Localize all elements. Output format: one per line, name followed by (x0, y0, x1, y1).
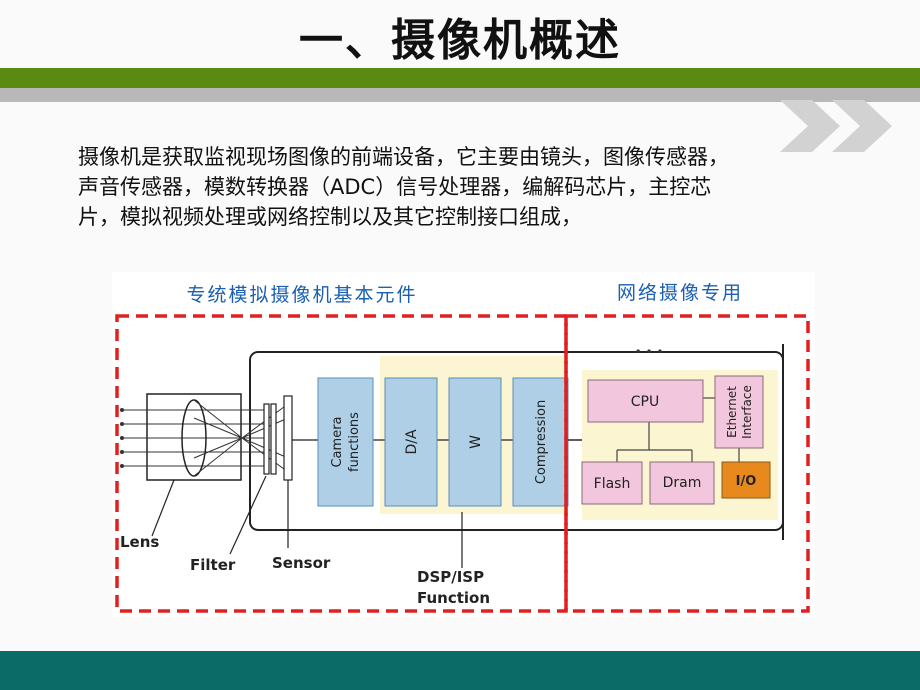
io-block (721, 461, 771, 499)
chevron-decoration-icon (780, 100, 892, 152)
analog-section-title: 专统模拟摄像机基本元件 (186, 284, 417, 306)
sensor-element (283, 395, 293, 481)
intro-line: 片，模拟视频处理或网络控制以及其它控制接口组成， (78, 205, 582, 229)
dram-label: Dram (663, 475, 702, 491)
camera-functions-label-1: Camera (330, 416, 345, 467)
network-section-frame (564, 314, 810, 613)
page-title: 一、摄像机概述 (299, 15, 621, 66)
w-label: W (468, 435, 484, 449)
cpu-bus-dots: • • • (635, 345, 664, 359)
camera-functions-label-2: functions (347, 412, 362, 472)
intro-line: 声音传感器，模数转换器（ADC）信号处理器，编解码芯片，主控芯 (78, 175, 712, 199)
flash-block (581, 461, 643, 505)
title-underline-bar (0, 68, 920, 88)
filter-label: Filter (190, 556, 236, 574)
cpu-label: CPU (631, 394, 659, 410)
dsp-label-1: DSP/ISP (417, 568, 484, 586)
filter-element (263, 403, 270, 475)
lens-label: Lens (120, 533, 159, 551)
intro-paragraph: 摄像机是获取监视现场图像的前端设备，它主要由镜头，图像传感器， 声音传感器，模数… (78, 142, 878, 232)
cpu-block (587, 379, 704, 423)
w-block (448, 377, 502, 507)
network-section-title: 网络摄像专用 (617, 282, 743, 304)
sensor-label: Sensor (272, 554, 331, 572)
compression-label: Compression (534, 400, 549, 484)
flash-label: Flash (594, 476, 631, 492)
da-label: D/A (404, 429, 420, 454)
camera-functions-block (317, 377, 374, 507)
ethernet-interface-block (714, 375, 764, 449)
interface-label: Interface (740, 385, 754, 439)
compression-block (512, 377, 569, 507)
intro-line: 摄像机是获取监视现场图像的前端设备，它主要由镜头，图像传感器， (78, 145, 729, 169)
dram-block (649, 461, 715, 505)
analog-section-frame (115, 314, 568, 613)
io-label: I/O (736, 474, 757, 489)
dsp-label-2: Function (417, 589, 490, 607)
camera-block-diagram: 专统模拟摄像机基本元件 网络摄像专用 • • • Camera function… (112, 272, 815, 617)
footer-bar (0, 651, 920, 690)
da-block (384, 377, 438, 507)
title-shadow-bar (0, 88, 920, 102)
ethernet-label: Ethernet (725, 386, 739, 438)
